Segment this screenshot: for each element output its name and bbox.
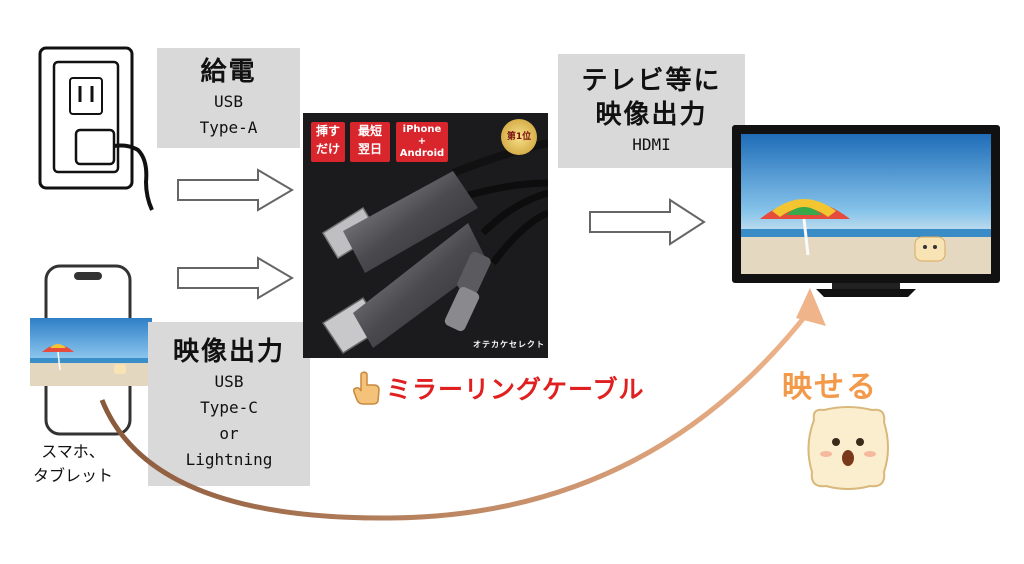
badge-fastest-line2: 翌日 (357, 142, 382, 156)
curved-arrow-icon (99, 288, 826, 521)
arrow-right-icon (177, 256, 294, 300)
caption: ミラーリングケーブル (352, 368, 645, 408)
phone-output-usb: USB (214, 372, 244, 391)
phone-output-typec: Type-C (200, 398, 258, 417)
power-type-text: Type-A (199, 118, 258, 137)
shop-name: オテカケセレクト (473, 340, 545, 349)
mascot-icon (807, 406, 889, 490)
badge-insert-line1: 挿す (315, 124, 340, 138)
tv-output-hdmi: HDMI (632, 135, 671, 154)
phone-beach-screen (30, 318, 152, 386)
wall-outlet-icon (38, 46, 154, 211)
device-label: スマホ、 タブレット (18, 440, 128, 488)
medal-text: 第1位 (506, 132, 532, 142)
phone-output-label-box: 映像出力 USB Type-C or Lightning (148, 322, 310, 486)
medal-badge: 第1位 (501, 119, 537, 155)
power-label-box: 給電 USB Type-A (157, 48, 300, 148)
arrow-right-icon (177, 168, 294, 212)
result-text: 映せる (782, 370, 878, 405)
television-icon (732, 125, 1000, 297)
tv-output-title-line1: テレビ等に (581, 66, 722, 96)
badge-platform-line3: Android (399, 148, 445, 159)
badge-platform-line2: + (417, 136, 427, 147)
product-photo: 挿す だけ 最短 翌日 iPhone + Android 第1位 オテカケセレク… (303, 113, 548, 358)
device-label-line1: スマホ、 (41, 442, 105, 461)
power-usb-text: USB (214, 92, 243, 111)
arrow-right-icon (589, 198, 706, 246)
badge-insert: 挿す だけ (311, 122, 345, 162)
caption-text: ミラーリングケーブル (386, 375, 645, 404)
badge-platform-line1: iPhone (402, 124, 442, 135)
phone-output-lightning: Lightning (185, 450, 273, 469)
cable-illustration (321, 139, 548, 355)
tv-output-title-line2: 映像出力 (595, 100, 708, 130)
badge-insert-line2: だけ (315, 142, 340, 156)
badge-platform: iPhone + Android (396, 122, 448, 162)
pointing-hand-icon (353, 371, 380, 405)
phone-output-title: 映像出力 (172, 337, 285, 367)
power-title: 給電 (200, 57, 257, 87)
badge-fastest: 最短 翌日 (350, 122, 390, 162)
device-label-line2: タブレット (32, 466, 113, 485)
phone-output-or: or (219, 424, 239, 443)
tv-output-label-box: テレビ等に 映像出力 HDMI (558, 54, 745, 168)
badge-fastest-line1: 最短 (357, 124, 382, 138)
